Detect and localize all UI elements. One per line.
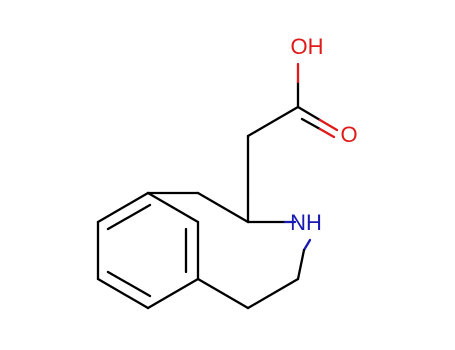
amine-label: NH	[290, 210, 322, 235]
bond-n2-c3-blue	[302, 238, 312, 252]
bond-benzene-5	[146, 277, 200, 310]
bond-benzene-2	[96, 191, 150, 224]
bond-cooh-o-inner	[300, 117, 322, 131]
bond-c4-c4a	[196, 277, 250, 310]
bond-cooh-o-outer-red	[318, 118, 339, 132]
tetrahydro-ring	[196, 191, 312, 310]
bond-benzene-4	[96, 277, 150, 310]
bond-c3-c4	[246, 277, 300, 310]
bond-benzene-4-inner	[106, 270, 152, 298]
benzene-ring	[96, 191, 200, 310]
bond-ch2-cooh	[246, 105, 300, 138]
bond-n2-c3	[296, 248, 306, 281]
bond-benzene-7	[146, 191, 200, 224]
bond-c8a-c1	[196, 191, 250, 224]
carbonyl-oxygen-label: O	[340, 122, 357, 147]
bond-cooh-o-inner-red	[318, 127, 336, 139]
bond-cooh-o-outer	[296, 105, 322, 122]
hydroxyl-label: OH	[291, 34, 324, 59]
acetic-acid-side-chain	[246, 62, 339, 195]
bond-benzene-2-inner	[106, 203, 152, 231]
